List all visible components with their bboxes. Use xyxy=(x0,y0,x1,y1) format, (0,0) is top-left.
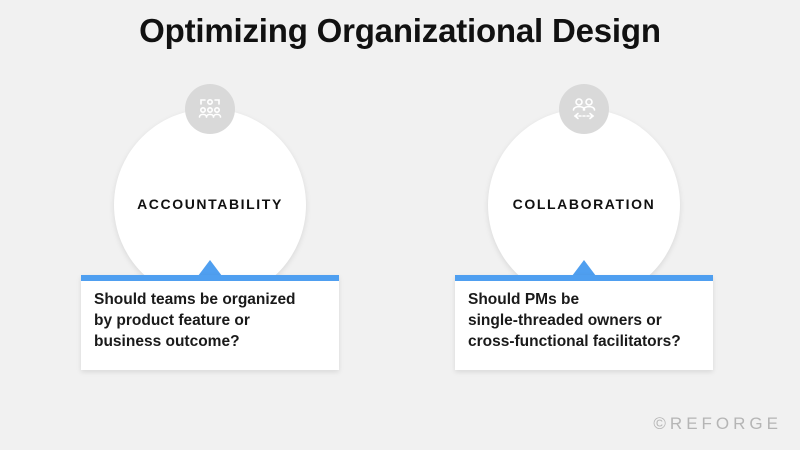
callout-pointer xyxy=(198,260,222,276)
accountability-question-box: Should teams be organized by product fea… xyxy=(81,275,339,370)
question-line: single-threaded owners or xyxy=(468,312,662,329)
people-collaboration-icon xyxy=(559,84,609,134)
accountability-question: Should teams be organized by product fea… xyxy=(94,289,331,352)
accountability-card: ACCOUNTABILITY Should teams be organized… xyxy=(81,84,339,370)
question-line: cross-functional facilitators? xyxy=(468,333,681,350)
brand-watermark: ©REFORGE xyxy=(653,414,782,433)
collaboration-question: Should PMs be single-threaded owners or … xyxy=(468,289,705,352)
collaboration-card: COLLABORATION Should PMs be single-threa… xyxy=(455,84,713,370)
question-line: Should PMs be xyxy=(468,291,580,308)
collaboration-question-box: Should PMs be single-threaded owners or … xyxy=(455,275,713,370)
collaboration-label: COLLABORATION xyxy=(512,196,656,212)
accountability-label: ACCOUNTABILITY xyxy=(137,196,283,212)
page-title: Optimizing Organizational Design xyxy=(139,12,661,49)
question-line: by product feature or xyxy=(94,312,250,329)
question-line: business outcome? xyxy=(94,333,240,350)
callout-pointer xyxy=(572,260,596,276)
team-hierarchy-icon xyxy=(185,84,235,134)
question-line: Should teams be organized xyxy=(94,291,296,308)
